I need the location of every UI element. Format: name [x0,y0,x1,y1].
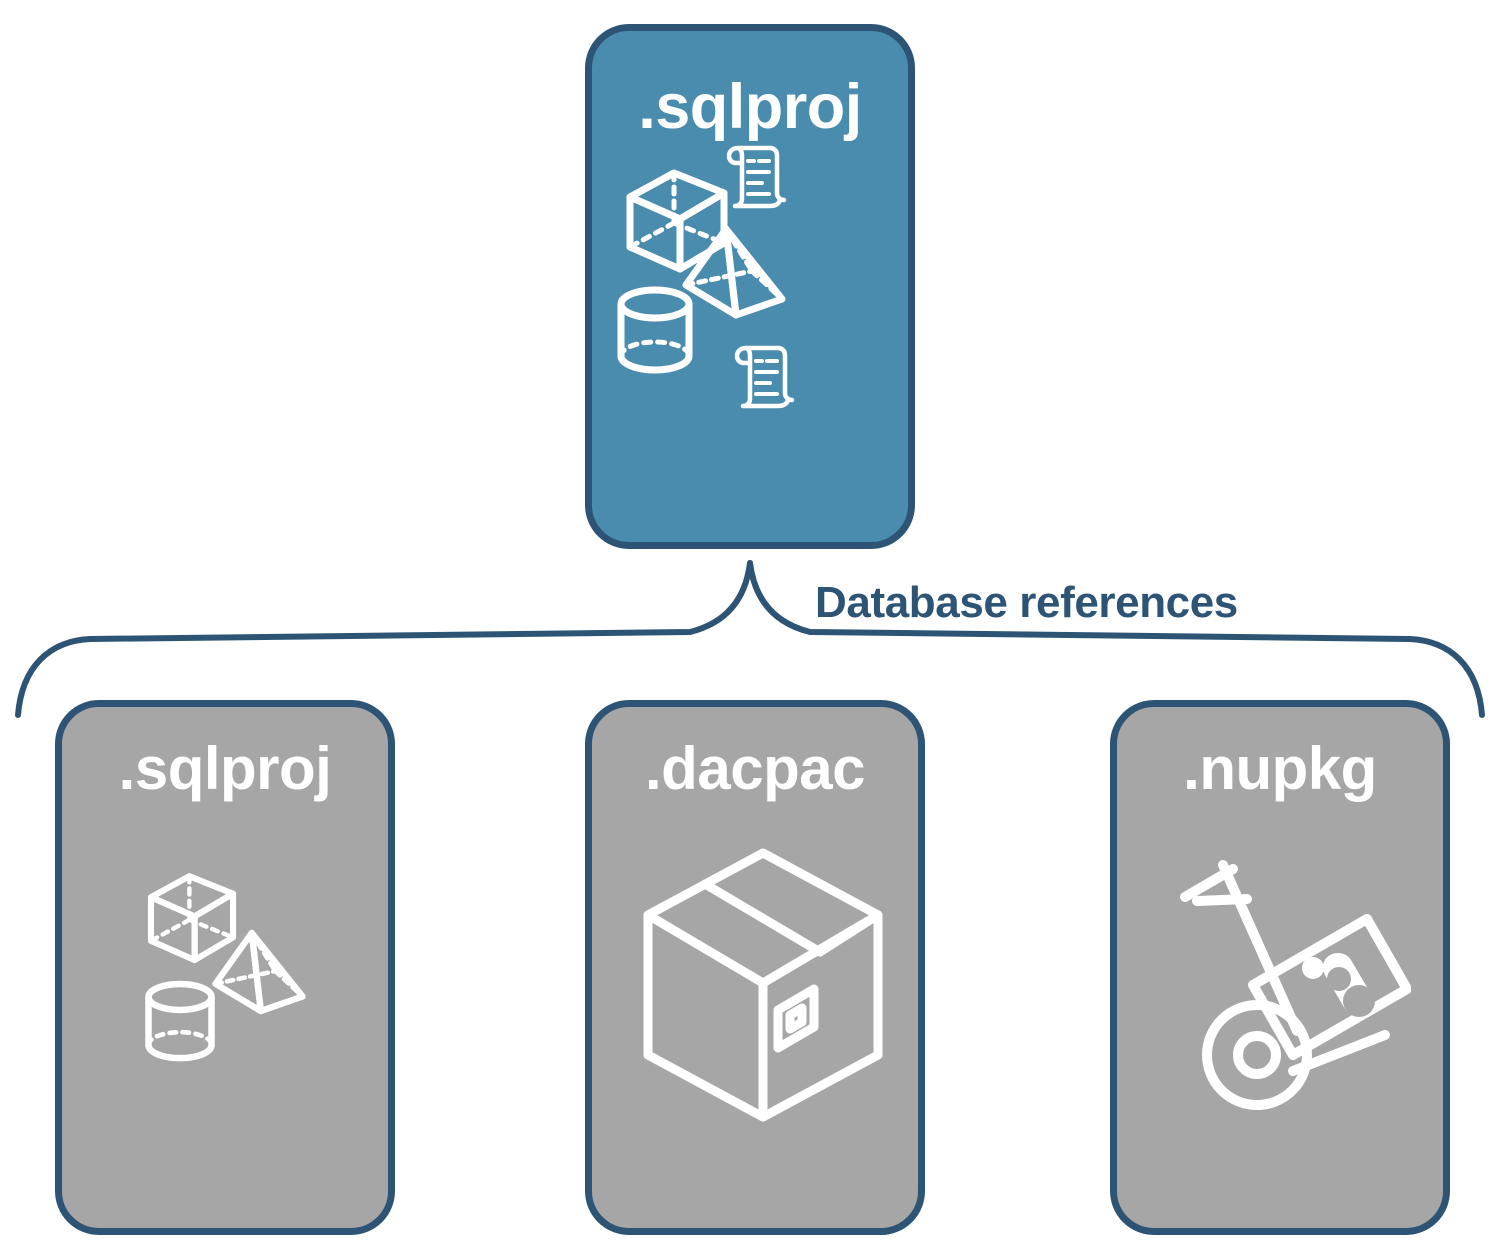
wireframe-pyramid-icon [682,225,786,319]
wireframe-cube-icon [147,873,237,964]
card-root-icon-area [592,139,908,542]
card-ref-dacpac[interactable]: .dacpac [585,700,925,1235]
shipping-box-icon [643,848,883,1122]
card-root-title: .sqlproj [638,72,862,142]
scroll-icon [734,345,795,409]
card-ref-nupkg[interactable]: .nupkg [1110,700,1450,1235]
bracket-left-arm [15,560,753,718]
card-ref-sqlproj-icon-area [62,799,388,1228]
card-ref-dacpac-icon-area [592,799,918,1228]
wireframe-cylinder-icon [145,980,215,1062]
card-ref-dacpac-title: .dacpac [645,735,865,802]
card-ref-nupkg-icon-area [1117,799,1443,1228]
wireframe-cylinder-icon [617,286,693,374]
card-root-sqlproj[interactable]: .sqlproj [585,24,915,549]
wireframe-pyramid-icon [212,929,306,1015]
scroll-icon [726,145,787,209]
hand-truck-package-icon [1180,860,1411,1110]
database-references-label: Database references [815,578,1238,627]
card-ref-nupkg-title: .nupkg [1183,735,1377,802]
card-ref-sqlproj-title: .sqlproj [118,735,332,802]
card-ref-sqlproj[interactable]: .sqlproj [55,700,395,1235]
